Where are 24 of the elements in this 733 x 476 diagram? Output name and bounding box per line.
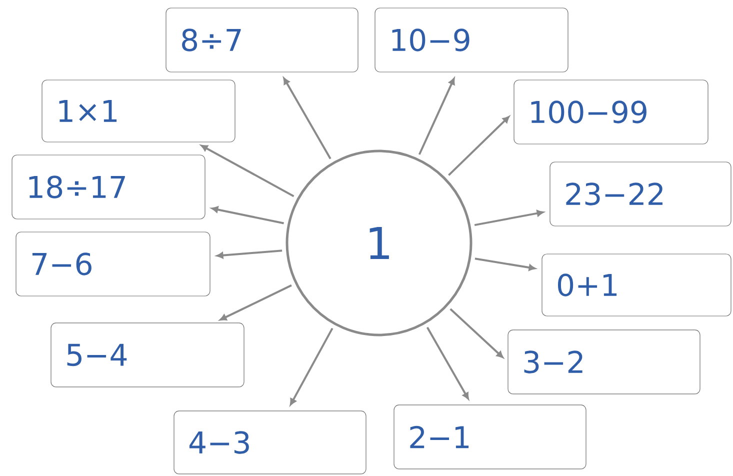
answer-box: 8÷7 xyxy=(166,8,358,72)
arrow xyxy=(448,116,510,176)
arrow xyxy=(474,210,544,226)
arrow xyxy=(426,326,469,400)
answer-box: 10−9 xyxy=(374,8,568,72)
answer-box: 23−22 xyxy=(550,162,732,226)
answer-box: 0+1 xyxy=(542,254,732,316)
answer-box: 2−1 xyxy=(394,404,586,470)
answer-box: 1×1 xyxy=(42,80,236,142)
arrow xyxy=(200,144,294,198)
arrow xyxy=(418,78,455,155)
arrow xyxy=(283,78,332,160)
arrow xyxy=(220,284,292,320)
answer-box: 4−3 xyxy=(174,410,366,474)
arrow xyxy=(211,206,284,224)
answer-box: 3−2 xyxy=(508,330,700,394)
answer-box: 5−4 xyxy=(50,322,244,388)
arrow xyxy=(450,308,504,358)
arrow xyxy=(216,250,282,259)
answer-box: 18÷17 xyxy=(12,154,206,220)
arrow xyxy=(290,328,334,406)
answer-box: 100−99 xyxy=(514,80,708,144)
arrow xyxy=(474,258,536,271)
answer-box: 7−6 xyxy=(16,232,210,296)
